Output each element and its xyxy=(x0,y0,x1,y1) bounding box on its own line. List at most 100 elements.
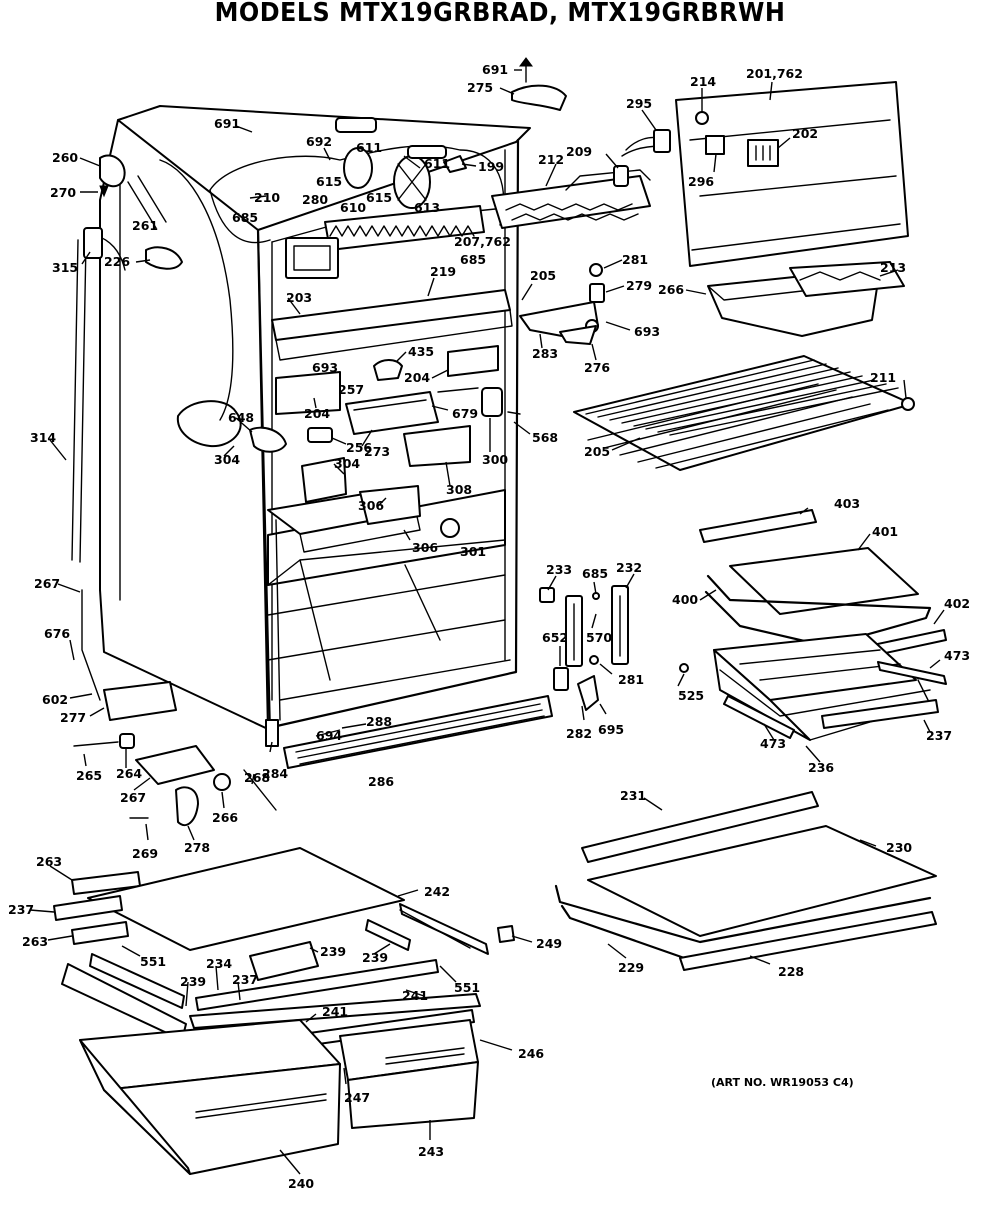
label-691a: 691 xyxy=(482,62,508,77)
label-230: 230 xyxy=(886,840,912,855)
label-201-762: 201,762 xyxy=(746,66,803,81)
label-243: 243 xyxy=(418,1144,444,1159)
label-275: 275 xyxy=(467,80,493,95)
label-611a: 611 xyxy=(356,140,382,155)
label-306b: 306 xyxy=(412,540,438,555)
label-199: 199 xyxy=(478,159,504,174)
label-691b: 691 xyxy=(214,116,240,131)
label-284: 284 xyxy=(262,766,288,781)
label-237c: 237 xyxy=(232,972,258,987)
drawer-243 xyxy=(339,1019,479,1129)
label-280: 280 xyxy=(302,192,328,207)
label-239b: 239 xyxy=(362,950,388,965)
lower-left-hardware xyxy=(73,681,277,827)
label-226: 226 xyxy=(104,254,130,269)
label-246: 246 xyxy=(518,1046,544,1061)
label-237a: 237 xyxy=(926,728,952,743)
label-204a: 204 xyxy=(404,370,430,385)
label-282: 282 xyxy=(566,726,592,741)
label-265: 265 xyxy=(76,768,102,783)
label-228: 228 xyxy=(778,964,804,979)
label-242: 242 xyxy=(424,884,450,899)
label-211: 211 xyxy=(870,370,896,385)
label-685b: 685 xyxy=(460,252,486,267)
label-232: 232 xyxy=(616,560,642,575)
label-240: 240 xyxy=(288,1176,314,1191)
label-306a: 306 xyxy=(358,498,384,513)
label-281b: 281 xyxy=(618,672,644,687)
label-263b: 263 xyxy=(22,934,48,949)
label-273: 273 xyxy=(364,444,390,459)
refrigerator-cabinet xyxy=(99,105,531,731)
label-264: 264 xyxy=(116,766,142,781)
label-247: 247 xyxy=(344,1090,370,1105)
glass-shelf-lower xyxy=(554,791,937,971)
label-256: 256 xyxy=(346,440,372,455)
label-209: 209 xyxy=(566,144,592,159)
label-234: 234 xyxy=(206,956,232,971)
label-241b: 241 xyxy=(322,1004,348,1019)
label-679: 679 xyxy=(452,406,478,421)
label-261: 261 xyxy=(132,218,158,233)
label-401: 401 xyxy=(872,524,898,539)
label-213: 213 xyxy=(880,260,906,275)
label-276: 276 xyxy=(584,360,610,375)
label-551b: 551 xyxy=(454,980,480,995)
page-title: MODELS MTX19GRBRAD, MTX19GRBRWH xyxy=(214,0,786,28)
label-270: 270 xyxy=(50,185,76,200)
label-685a: 685 xyxy=(232,210,258,225)
label-286: 286 xyxy=(368,774,394,789)
label-403: 403 xyxy=(834,496,860,511)
label-315: 315 xyxy=(52,260,78,275)
label-694: 694 xyxy=(316,728,342,743)
part-number-labels: 691 275 214 201,762 691 692 611 611 199 … xyxy=(8,62,970,1191)
label-402: 402 xyxy=(944,596,970,611)
label-473b: 473 xyxy=(760,736,786,751)
label-693b: 693 xyxy=(634,324,660,339)
label-229: 229 xyxy=(618,960,644,975)
label-249: 249 xyxy=(536,936,562,951)
label-283: 283 xyxy=(532,346,558,361)
label-685c: 685 xyxy=(582,566,608,581)
label-435: 435 xyxy=(408,344,434,359)
crisper-drawer-236 xyxy=(679,633,947,741)
label-202: 202 xyxy=(792,126,818,141)
label-281a: 281 xyxy=(622,252,648,267)
label-266b: 266 xyxy=(212,810,238,825)
label-525: 525 xyxy=(678,688,704,703)
label-214: 214 xyxy=(690,74,716,89)
label-296: 296 xyxy=(688,174,714,189)
label-260: 260 xyxy=(52,150,78,165)
label-203: 203 xyxy=(286,290,312,305)
label-207-762: 207,762 xyxy=(454,234,511,249)
label-613: 613 xyxy=(414,200,440,215)
label-278: 278 xyxy=(184,840,210,855)
label-301: 301 xyxy=(460,544,486,559)
label-241a: 241 xyxy=(402,988,428,1003)
label-267b: 267 xyxy=(120,790,146,805)
label-304b: 304 xyxy=(334,456,360,471)
label-652: 652 xyxy=(542,630,568,645)
label-692: 692 xyxy=(306,134,332,149)
label-231: 231 xyxy=(620,788,646,803)
label-205a: 205 xyxy=(530,268,556,283)
label-693a: 693 xyxy=(312,360,338,375)
label-204b: 204 xyxy=(304,406,330,421)
label-257: 257 xyxy=(338,382,364,397)
wire-shelf-205 xyxy=(573,355,915,471)
shelf-ladders xyxy=(539,585,629,711)
label-314: 314 xyxy=(30,430,56,445)
label-570: 570 xyxy=(586,630,612,645)
label-236: 236 xyxy=(808,760,834,775)
mid-components xyxy=(267,263,605,553)
drawer-240 xyxy=(79,1019,341,1175)
top-components xyxy=(285,57,909,337)
label-239a: 239 xyxy=(320,944,346,959)
label-267a: 267 xyxy=(34,576,60,591)
label-602: 602 xyxy=(42,692,68,707)
label-473a: 473 xyxy=(944,648,970,663)
label-279: 279 xyxy=(626,278,652,293)
label-308: 308 xyxy=(446,482,472,497)
label-239c: 239 xyxy=(180,974,206,989)
